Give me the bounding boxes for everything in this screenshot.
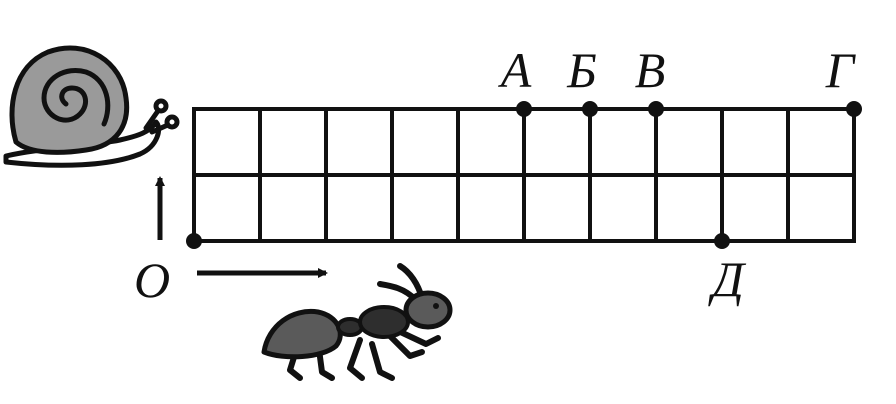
point-label-v: В [635,42,666,98]
point-label-d: Д [708,251,747,307]
point-label-a: А [498,42,532,98]
point-v [648,101,664,117]
ant-icon [261,263,453,381]
points [186,101,862,249]
point-b [582,101,598,117]
point-label-b: Б [566,42,597,98]
point-label-g: Г [825,42,857,98]
point-g [846,101,862,117]
snail-icon [3,45,180,168]
point-o [186,233,202,249]
point-label-o: О [134,252,170,308]
grid [192,107,856,243]
point-d [714,233,730,249]
point-a [516,101,532,117]
